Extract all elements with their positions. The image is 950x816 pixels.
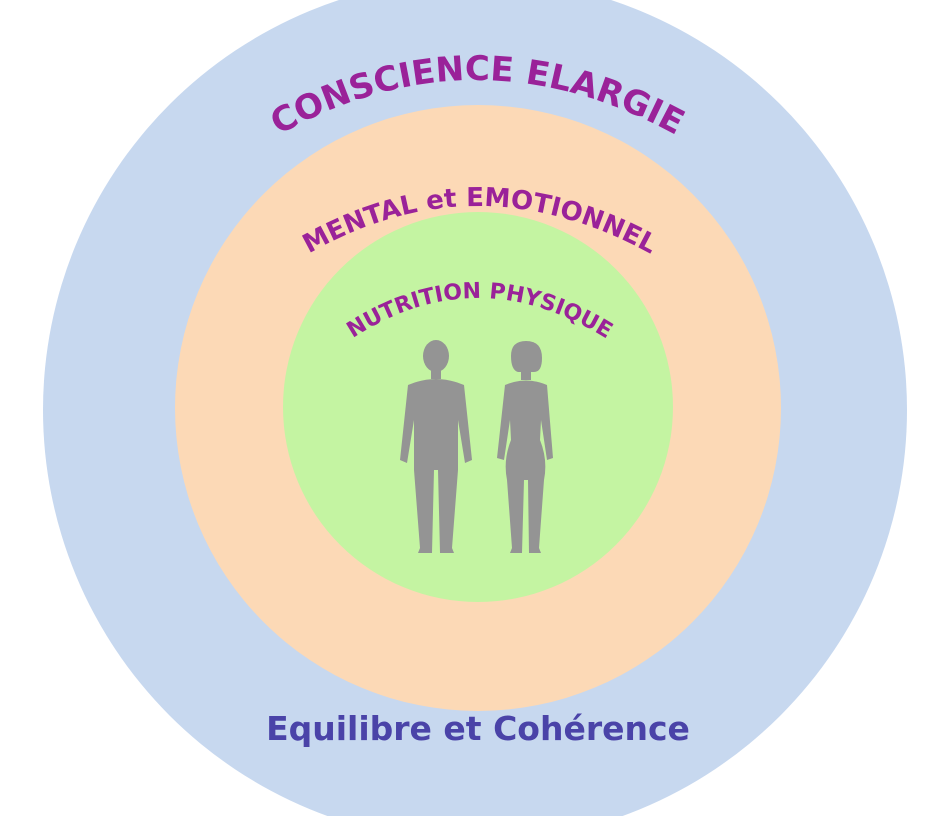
man-silhouette-icon	[400, 340, 472, 553]
footer-label: Equilibre et Cohérence	[266, 709, 690, 748]
inner-circle-nutrition	[283, 212, 673, 602]
woman-silhouette-icon	[497, 341, 553, 553]
